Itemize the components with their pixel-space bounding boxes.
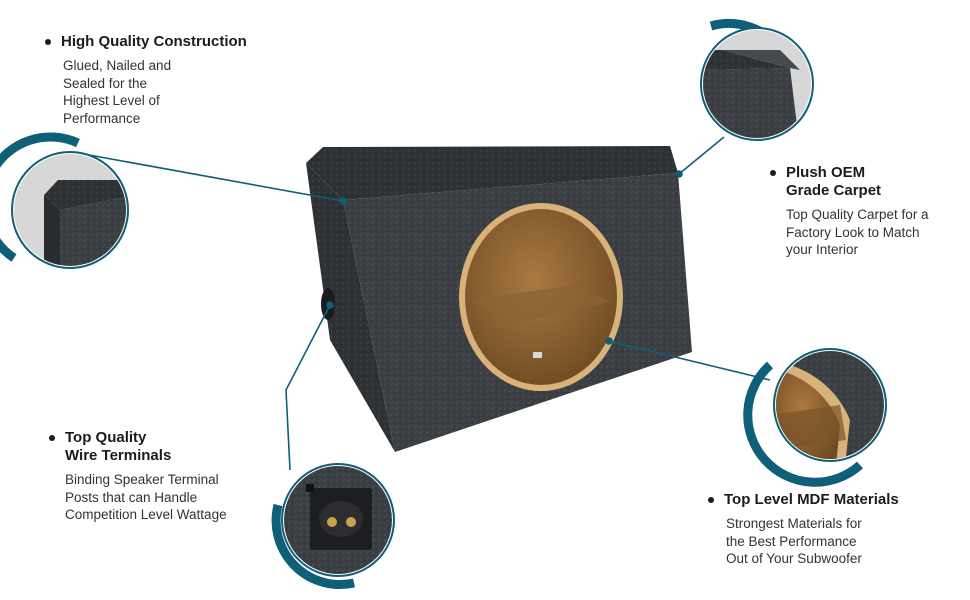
box-corner-zoom-icon — [0, 132, 129, 269]
feature-carpet: Plush OEM Grade Carpet Top Quality Carpe… — [770, 164, 966, 259]
feature-title: Top Quality Wire Terminals — [49, 429, 275, 465]
feature-title: High Quality Construction — [45, 33, 247, 51]
feature-title-line: Wire Terminals — [65, 447, 172, 464]
terminal-cup-zoom-icon — [271, 463, 395, 590]
feature-title-line: Top Level MDF Materials — [724, 491, 899, 508]
speaker-cutout — [459, 203, 623, 391]
feature-title-line: High Quality Construction — [61, 33, 247, 50]
feature-title-line: Grade Carpet — [786, 182, 882, 199]
feature-description: Strongest Materials for the Best Perform… — [726, 516, 862, 566]
feature-mdf: Top Level MDF Materials Strongest Materi… — [708, 491, 906, 568]
feature-title-line: Plush OEM — [786, 164, 866, 181]
subwoofer-box — [306, 146, 692, 452]
mdf-edge-zoom-icon — [743, 348, 887, 487]
feature-terminals: Top Quality Wire Terminals Binding Speak… — [49, 429, 275, 524]
callout-lines — [77, 136, 771, 471]
carpet-corner-zoom-icon — [700, 19, 814, 141]
feature-title: Plush OEM Grade Carpet — [770, 164, 966, 200]
feature-construction: High Quality Construction Glued, Nailed … — [45, 33, 247, 127]
feature-description: Binding Speaker Terminal Posts that can … — [65, 472, 227, 522]
feature-description: Glued, Nailed and Sealed for the Highest… — [63, 58, 172, 126]
feature-title: Top Level MDF Materials — [708, 491, 906, 509]
feature-description: Top Quality Carpet for a Factory Look to… — [786, 207, 929, 257]
feature-title-line: Top Quality — [65, 429, 147, 446]
